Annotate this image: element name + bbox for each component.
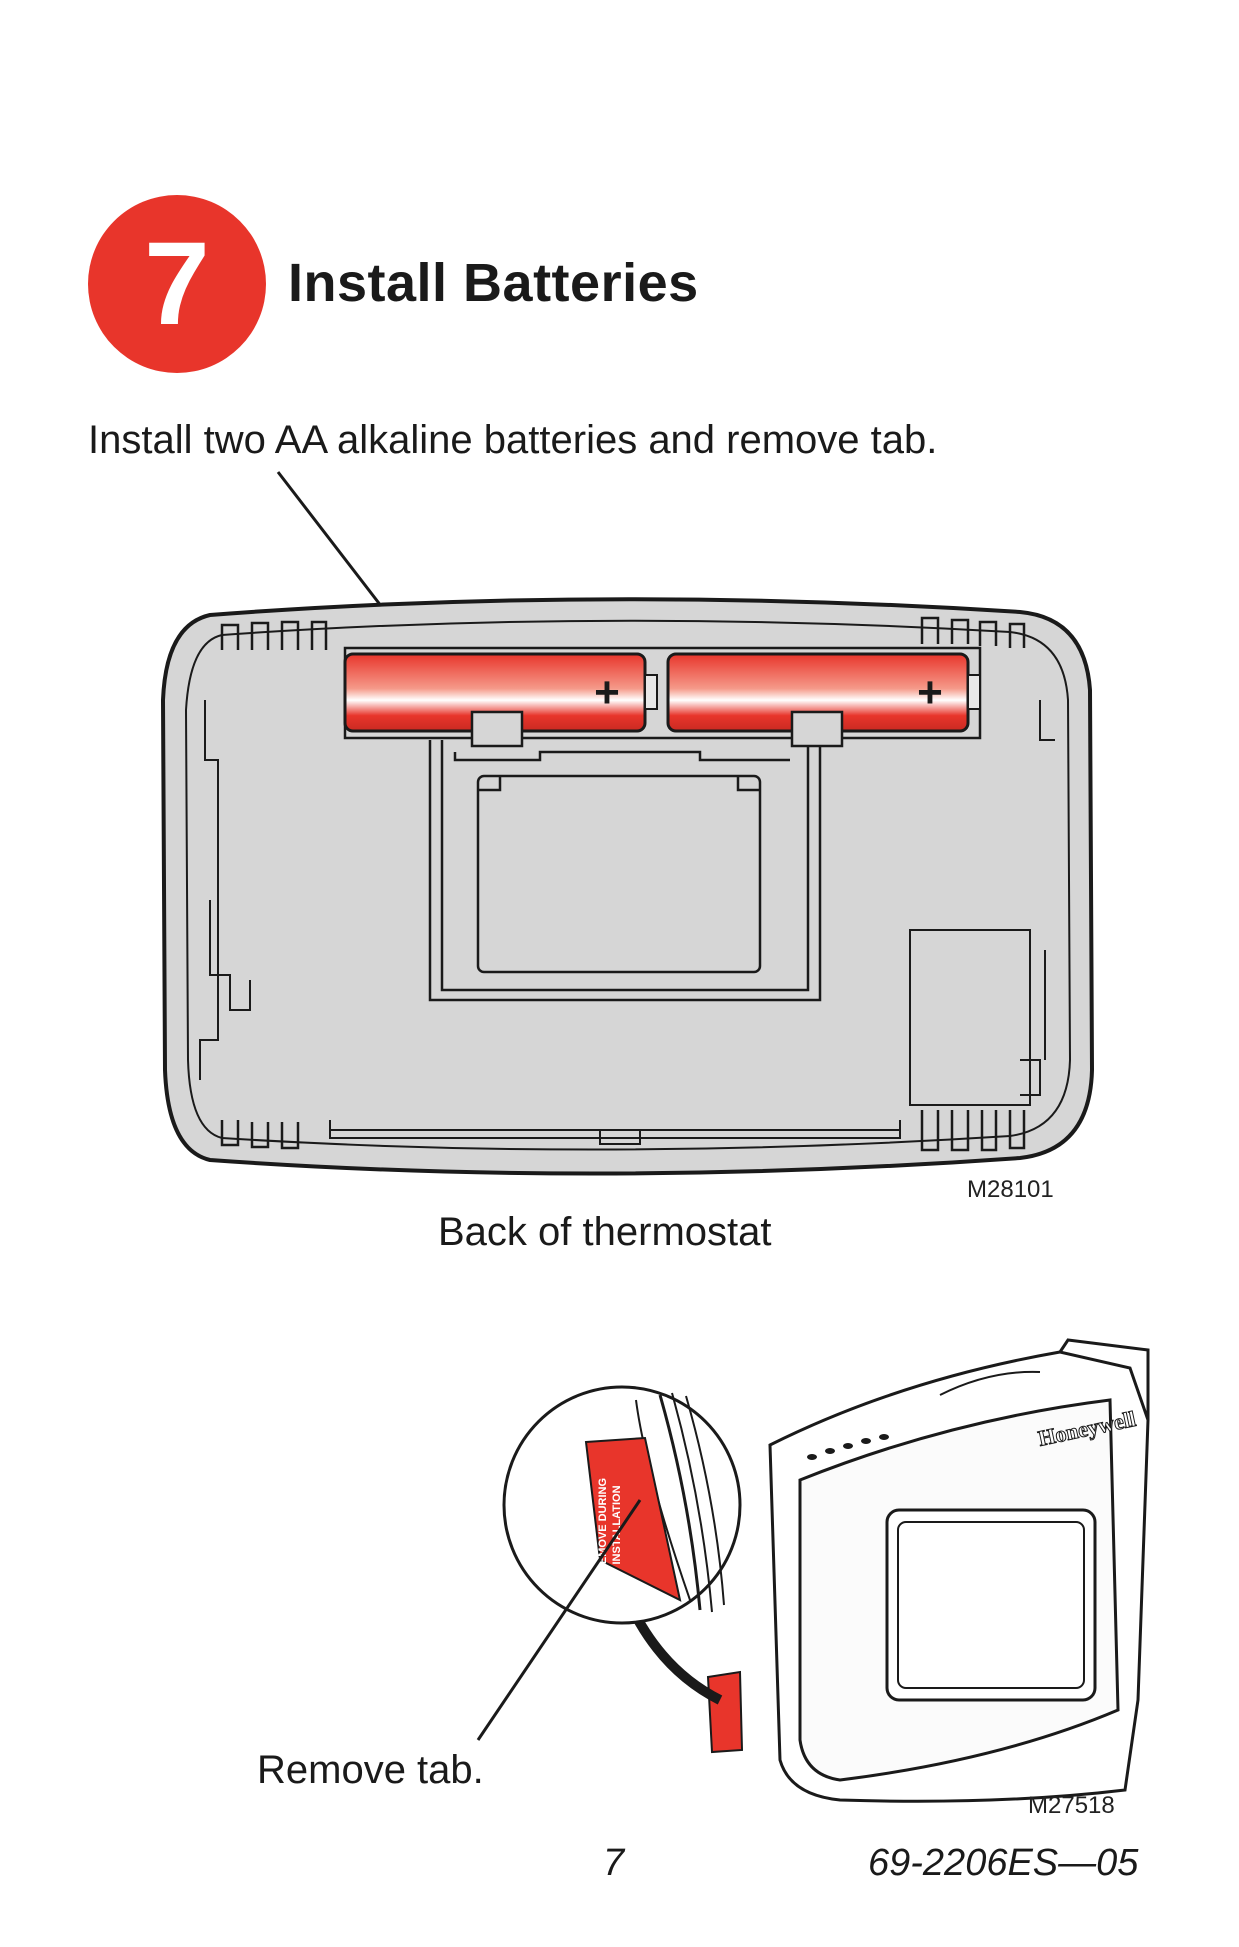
step-number-badge: 7 bbox=[88, 195, 266, 373]
remove-tab-small bbox=[706, 1670, 744, 1754]
right-compartment bbox=[909, 929, 1041, 1106]
thermostat-front bbox=[768, 1338, 1150, 1803]
figure1-code: M28101 bbox=[967, 1176, 1054, 1203]
figure2-caption: Remove tab. bbox=[257, 1748, 484, 1792]
battery-right-plus-label: + bbox=[917, 668, 943, 717]
top-latches bbox=[220, 616, 1026, 650]
battery-right bbox=[666, 652, 981, 748]
document-id: 69-2206ES—05 bbox=[868, 1842, 1139, 1884]
tab-leader-line bbox=[476, 1499, 642, 1741]
step-number: 7 bbox=[144, 218, 210, 350]
battery-left bbox=[343, 652, 658, 748]
figure1-caption: Back of thermostat bbox=[438, 1210, 772, 1254]
vent-slots bbox=[807, 1434, 889, 1460]
tab-text-line2: INSTALLATION bbox=[611, 1485, 623, 1564]
tab-text-line1: REMOVE DURING bbox=[597, 1478, 609, 1572]
page-number: 7 bbox=[603, 1842, 625, 1884]
instruction-text: Install two AA alkaline batteries and re… bbox=[88, 418, 938, 462]
battery-left-plus-label: + bbox=[594, 668, 620, 717]
magnifier-circle bbox=[502, 1385, 742, 1625]
figure2-code: M27518 bbox=[1028, 1792, 1115, 1819]
thermostat-housing bbox=[160, 597, 1095, 1176]
bottom-latches bbox=[220, 1110, 1026, 1152]
step-title: Install Batteries bbox=[288, 253, 699, 313]
